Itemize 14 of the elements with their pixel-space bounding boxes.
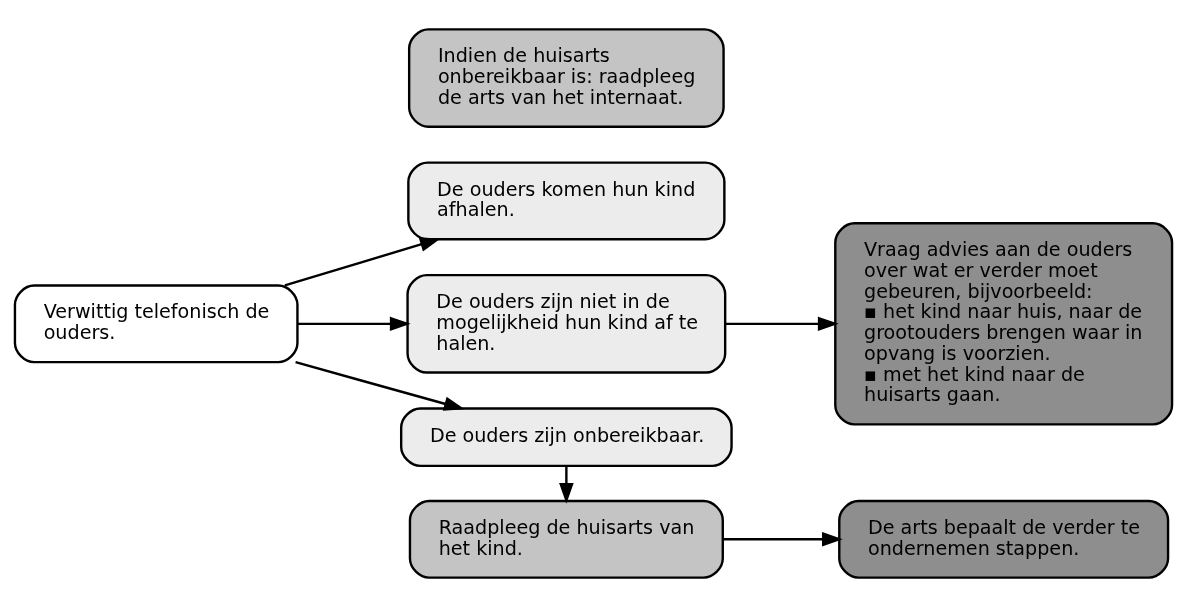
arrow <box>559 465 574 504</box>
node-box: Raadpleeg de huisarts van het kind. <box>408 499 724 579</box>
arrow <box>284 236 441 287</box>
arrow <box>295 360 465 411</box>
node-box: Verwittig telefonisch de ouders. <box>13 283 299 363</box>
node-box: Vraag advies aan de ouders over wat er verder moet gebeuren, bijvoorbeeld: ▪ het kind naar huis, naar de grootouders brengen waar in opvang is voorzien. ▪ met het kind naar de huisarts gaan. <box>834 221 1174 426</box>
arrow <box>297 316 411 331</box>
arrow <box>725 316 839 331</box>
node-box: Indien de huisarts onbereikbaar is: raadpleeg de arts van het internaat. <box>407 27 725 128</box>
node-box: De ouders komen hun kind afhalen. <box>407 160 726 240</box>
arrow <box>722 531 843 547</box>
node-box: De ouders zijn onbereikbaar. <box>400 406 733 467</box>
node-box: De ouders zijn niet in de mogelijkheid hun kind af te halen. <box>406 273 727 374</box>
node-box: De arts bepaalt de verder te ondernemen stappen. <box>838 499 1170 579</box>
